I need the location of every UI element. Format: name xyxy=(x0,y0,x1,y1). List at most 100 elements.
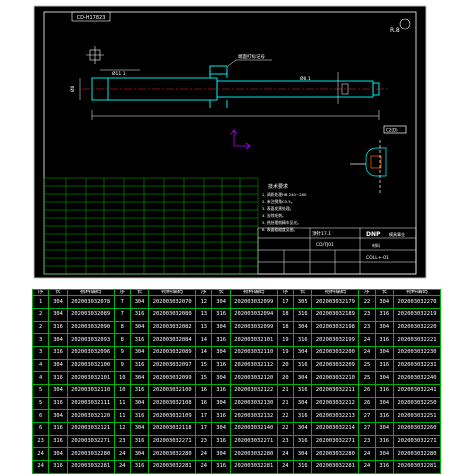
cad-drawing: CD-H17823 R.8 Ø8 Ø11.1 端面打标记号 Ø8.1 xyxy=(33,5,427,279)
table-cell: 202003032280 xyxy=(66,447,115,462)
table-cell: 202003032260 xyxy=(392,422,442,436)
table-cell: 4 xyxy=(31,371,50,386)
parts-table-wrapper: 序 长 物料编码 序 长 物料编码 序 长 物料编码 序 长 物料编码 序 长 … xyxy=(31,288,442,474)
table-cell: 202003032179 xyxy=(311,295,360,310)
table-cell: 12 xyxy=(195,295,213,310)
table-cell: 9 xyxy=(113,358,131,373)
table-cell: 7 xyxy=(113,308,131,322)
table-cell: 24 xyxy=(195,447,213,462)
table-cell: 24 xyxy=(113,460,131,474)
table-cell: 24 xyxy=(276,460,295,474)
table-cell: 22 xyxy=(276,422,295,436)
datum-cross-icon xyxy=(86,46,104,64)
table-cell: 202003032101 xyxy=(66,371,115,386)
table-cell: 316 xyxy=(48,396,68,411)
table-cell: 316 xyxy=(293,409,313,424)
table-cell: 202003032271 xyxy=(148,434,197,449)
table-cell: 24 xyxy=(358,333,376,348)
table-cell: 24 xyxy=(358,346,376,360)
table-cell: 202003032213 xyxy=(311,409,360,424)
tech-note-3: 3. 表面发黑处理。 xyxy=(262,206,293,211)
table-cell: 305 xyxy=(293,295,313,310)
table-cell: 3 xyxy=(31,333,50,348)
table-cell: 316 xyxy=(48,460,68,474)
table-cell: 316 xyxy=(211,409,231,424)
table-cell: 16 xyxy=(195,384,213,398)
table-cell: 22 xyxy=(276,409,295,424)
table-cell: 202003032230 xyxy=(392,346,442,360)
table-cell: 202003032220 xyxy=(392,320,442,335)
table-cell: 21 xyxy=(276,396,295,411)
table-cell: 202003032090 xyxy=(66,320,115,335)
table-cell: 316 xyxy=(48,434,68,449)
table-cell: 316 xyxy=(374,384,394,398)
table-cell: 23 xyxy=(358,434,376,449)
table-cell: 304 xyxy=(211,295,231,310)
table-cell: 27 xyxy=(358,409,376,424)
table-cell: 202003032080 xyxy=(148,308,197,322)
table-cell: 304 xyxy=(374,396,394,411)
table-cell: 202003032110 xyxy=(66,384,115,398)
table-cell: 202003032219 xyxy=(392,308,442,322)
table-cell: 26 xyxy=(358,396,376,411)
brand-logo: DNP xyxy=(366,231,381,238)
table-header-row: 序 长 物料编码 序 长 物料编码 序 长 物料编码 序 长 物料编码 序 长 … xyxy=(31,288,442,297)
table-cell: 23 xyxy=(276,434,295,449)
detail-view xyxy=(350,125,407,194)
table-cell: 304 xyxy=(374,295,394,310)
table-cell: 8 xyxy=(113,333,131,348)
table-cell: 202003032241 xyxy=(392,384,442,398)
table-cell: 19 xyxy=(276,333,295,348)
table-cell: 202003032221 xyxy=(392,333,442,348)
table-cell: 316 xyxy=(129,409,150,424)
table-cell: 5 xyxy=(31,384,50,398)
table-cell: 23 xyxy=(358,308,376,322)
table-cell: 7 xyxy=(113,295,131,310)
table-cell: 24 xyxy=(31,460,50,474)
table-cell: 304 xyxy=(211,422,231,436)
table-cell: 25 xyxy=(358,358,376,373)
table-cell: 304 xyxy=(129,295,150,310)
part-name: 顶针17.1 xyxy=(312,230,331,237)
table-cell: 304 xyxy=(211,447,231,462)
table-cell: 304 xyxy=(293,346,313,360)
table-cell: 304 xyxy=(374,447,394,462)
table-cell: 202003032281 xyxy=(229,460,278,474)
table-cell: 316 xyxy=(211,434,231,449)
table-cell: 316 xyxy=(293,460,313,474)
table-cell: 202003032280 xyxy=(392,447,442,462)
table-cell: 202003032132 xyxy=(229,409,278,424)
table-cell: 304 xyxy=(48,409,68,424)
table-cell: 24 xyxy=(31,447,50,462)
table-cell: 316 xyxy=(374,409,394,424)
table-cell: 13 xyxy=(195,320,213,335)
table-cell: 316 xyxy=(211,308,231,322)
table-cell: 13 xyxy=(195,308,213,322)
table-cell: 26 xyxy=(358,384,376,398)
table-cell: 304 xyxy=(374,422,394,436)
inner-dim: Ø8.1 xyxy=(300,75,311,82)
table-cell: 202003032271 xyxy=(311,434,360,449)
table-cell: 202003032231 xyxy=(392,358,442,373)
corner-mark: R.8 xyxy=(390,27,400,34)
table-cell: 6 xyxy=(31,409,50,424)
table-cell: 304 xyxy=(293,371,313,386)
table-cell: 316 xyxy=(374,460,394,474)
ucs-axis-icon xyxy=(230,129,251,150)
table-cell: 202003032140 xyxy=(229,422,278,436)
tech-title: 技术要求 xyxy=(268,183,288,190)
tech-note-2: 2. 未注倒角C0.5。 xyxy=(262,199,295,204)
table-cell: 316 xyxy=(293,384,313,398)
table-cell: 24 xyxy=(113,447,131,462)
table-cell: 202003032097 xyxy=(148,358,197,373)
table-cell: 202003032089 xyxy=(148,346,197,360)
dim-left: Ø8 xyxy=(69,85,76,92)
table-cell: 304 xyxy=(48,308,68,322)
table-cell: 202003032100 xyxy=(66,358,115,373)
tech-note-5: 5. 热处理前精车见光。 xyxy=(262,220,301,225)
